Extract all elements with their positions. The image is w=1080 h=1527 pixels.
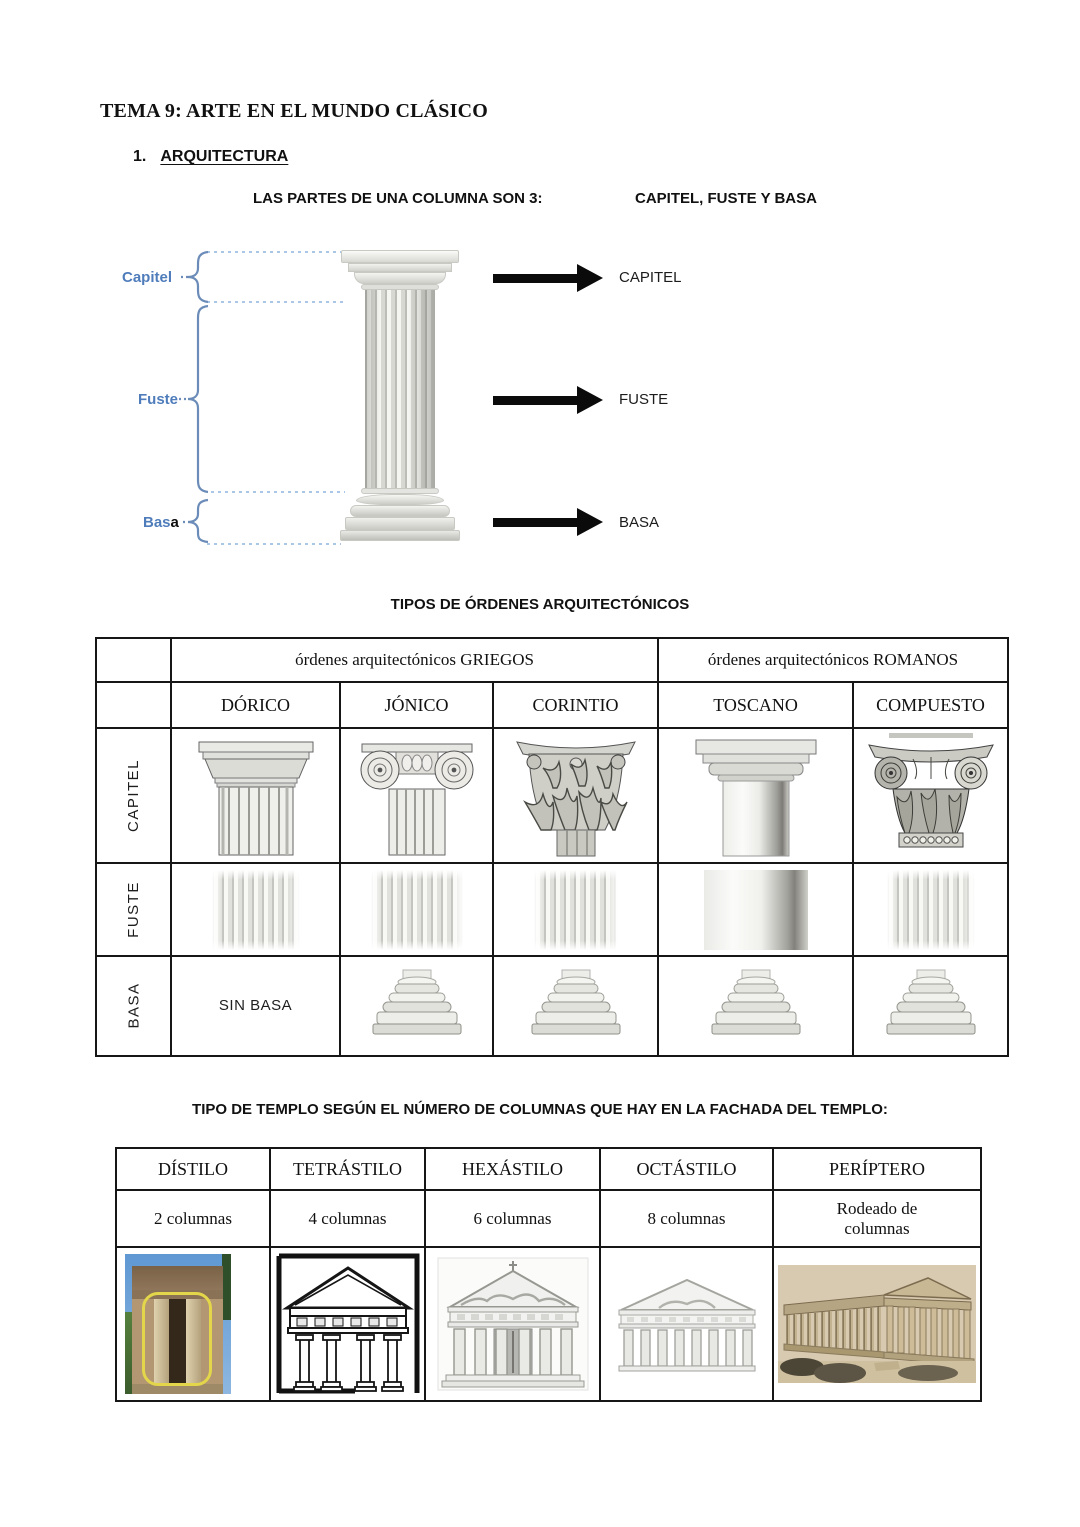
corinthian-capital-image — [515, 740, 636, 856]
basa-row-label: BASA — [125, 982, 143, 1029]
column-plinth-bottom — [340, 530, 460, 541]
column-echinus — [354, 272, 446, 284]
composite-base-image — [886, 969, 976, 1035]
doric-capital-image — [198, 741, 314, 855]
column-base-torus-lower — [350, 505, 450, 517]
composite-shaft-image — [886, 869, 975, 950]
capitel-arrow-icon — [493, 264, 605, 292]
order-header-jonico: JÓNICO — [339, 681, 495, 729]
column-capital-plate — [348, 263, 452, 272]
distilo-temple-photo — [125, 1254, 231, 1394]
temples-heading: TIPO DE TEMPLO SEGÚN EL NÚMERO DE COLUMN… — [192, 1101, 888, 1118]
temple-count-hexastilo: 6 columnas — [424, 1189, 601, 1248]
page-title: TEMA 9: ARTE EN EL MUNDO CLÁSICO — [100, 100, 488, 122]
fuste-row-label: FUSTE — [125, 880, 143, 938]
temple-count-octastilo: 8 columnas — [599, 1189, 774, 1248]
section-number: 1. — [133, 148, 147, 165]
corinthian-base-image — [531, 969, 621, 1035]
column-fluted-shaft — [365, 290, 435, 488]
corinthian-shaft-image — [533, 869, 618, 950]
hexastilo-temple-drawing — [437, 1257, 588, 1391]
section-heading: 1. ARQUITECTURA — [133, 148, 288, 166]
column-abacus — [341, 250, 459, 263]
order-header-dorico: DÓRICO — [170, 681, 342, 729]
order-header-compuesto: COMPUESTO — [852, 681, 1010, 729]
fuste-arrow-icon — [493, 386, 605, 414]
temple-count-distilo: 2 columnas — [115, 1189, 271, 1248]
column-collar — [361, 284, 439, 290]
temple-count-tetrastilo: 4 columnas — [269, 1189, 426, 1248]
tuscan-base-image — [711, 969, 801, 1035]
capitel-row-label: CAPITEL — [125, 758, 143, 832]
temple-header-hexastilo: HEXÁSTILO — [424, 1147, 601, 1191]
octastilo-temple-drawing — [618, 1278, 755, 1372]
tetrastilo-temple-drawing — [276, 1253, 419, 1394]
temple-header-distilo: DÍSTILO — [115, 1147, 271, 1191]
sin-basa-note: SIN BASA — [218, 997, 293, 1014]
orders-heading: TIPOS DE ÓRDENES ARQUITECTÓNICOS — [390, 596, 690, 613]
order-header-corintio: CORINTIO — [492, 681, 660, 729]
column-plinth — [345, 517, 455, 530]
basa-arrow-icon — [493, 508, 605, 536]
capitel-callout: CAPITEL — [619, 269, 682, 286]
basa-callout: BASA — [619, 514, 660, 531]
basa-row: BASA SIN BASA — [94, 955, 1010, 1057]
ionic-shaft-image — [370, 869, 463, 950]
temples-table: DÍSTILO TETRÁSTILO HEXÁSTILO OCTÁSTILO P… — [115, 1147, 982, 1402]
braces-and-dashes-graphic — [179, 250, 345, 545]
temple-header-octastilo: OCTÁSTILO — [599, 1147, 774, 1191]
orders-corner-cell — [94, 637, 173, 683]
tuscan-shaft-image — [703, 869, 808, 950]
periptero-parthenon-engraving — [778, 1265, 976, 1383]
ionic-base-image — [372, 969, 462, 1035]
column-parts-diagram: Capitel Fuste Basa CAPITEL FUSTE BASA — [95, 238, 985, 568]
composite-capital-image — [867, 732, 994, 847]
column-base-torus-upper — [356, 494, 444, 505]
orders-corner-cell-2 — [94, 681, 173, 729]
tuscan-capital-image — [695, 739, 817, 856]
fuste-part-label: Fuste — [138, 391, 179, 408]
orders-table: órdenes arquitectónicos GRIEGOS órdenes … — [94, 637, 1010, 1057]
fuste-callout: FUSTE — [619, 391, 669, 408]
ionic-capital-image — [360, 743, 474, 855]
text-cursor-artifact: a — [170, 514, 179, 531]
composite-caption — [888, 732, 973, 738]
temple-header-tetrastilo: TETRÁSTILO — [269, 1147, 426, 1191]
doric-shaft-image — [211, 869, 300, 950]
section-title: ARQUITECTURA — [160, 148, 289, 165]
yellow-highlight-frame — [142, 1292, 212, 1386]
order-header-toscano: TOSCANO — [657, 681, 855, 729]
fuste-row: FUSTE — [94, 862, 1010, 957]
capitel-part-label: Capitel — [122, 269, 173, 286]
tree — [222, 1254, 231, 1320]
capitel-row: CAPITEL — [94, 727, 1010, 864]
intro-label: LAS PARTES DE UNA COLUMNA SON 3: — [253, 190, 543, 207]
temple-header-periptero: PERÍPTERO — [772, 1147, 982, 1191]
intro-value: CAPITEL, FUSTE Y BASA — [635, 190, 817, 207]
basa-part-label: Basa — [143, 514, 179, 531]
roman-orders-header: órdenes arquitectónicos ROMANOS — [657, 637, 1010, 683]
temple-count-periptero: Rodeado de columnas — [836, 1198, 918, 1238]
greek-orders-header: órdenes arquitectónicos GRIEGOS — [170, 637, 660, 683]
